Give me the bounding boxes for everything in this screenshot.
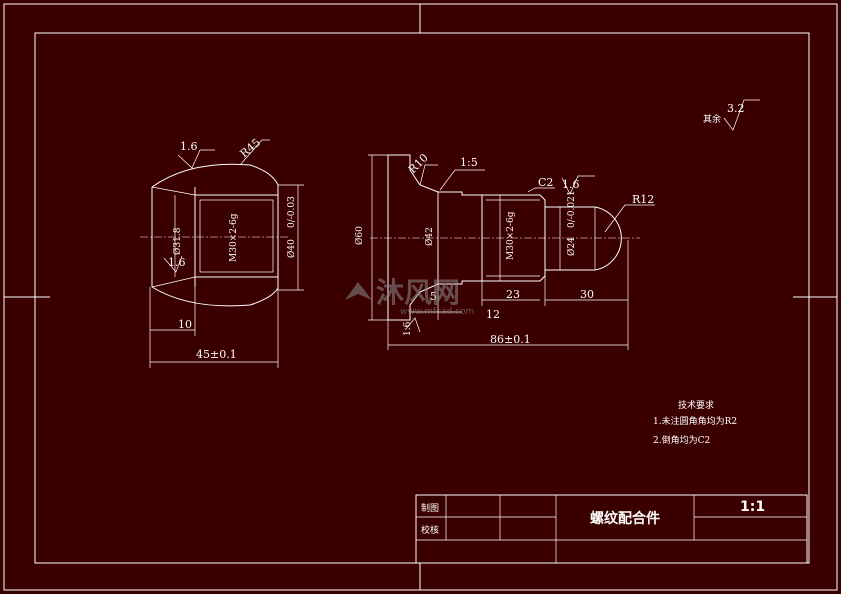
watermark: 沐风网 www.mfcad.com [345, 276, 474, 317]
taper-label: 1:5 [460, 156, 478, 169]
right-part: Ø60 R10 1:5 Ø42 C2 1.6 M30×2-6g Ø24 0/-0… [354, 151, 655, 350]
leader-r10 [419, 164, 438, 186]
title-block-frame [415, 494, 808, 564]
roughness-top-value: 1.6 [180, 140, 198, 153]
len-23-label: 23 [506, 288, 520, 301]
tb-scale: 1:1 [740, 499, 765, 515]
title-block: 制图 校核 螺纹配合件 1:1 [415, 494, 808, 564]
outer-dia-tol: 0/-0.03 [287, 196, 297, 228]
tech-item-1: 1.未注圆角角均为R2 [653, 415, 737, 427]
left-part: 1.6 1.6 R45 Ø31.8 M30×2-6g Ø40 0/-0.03 1… [140, 136, 304, 368]
leader-taper [439, 169, 485, 191]
watermark-url: www.mfcad.com [400, 307, 474, 317]
bore-dia-label: Ø31.8 [172, 227, 183, 255]
left-edge-bottom [151, 276, 196, 288]
total-length-right: 86±0.1 [490, 333, 531, 346]
dia42-label: Ø42 [424, 227, 435, 246]
tech-heading: 技术要求 [678, 399, 714, 411]
watermark-brand: 沐风网 [376, 276, 460, 309]
len-30-label: 30 [580, 288, 594, 301]
roughness-other-value: 3.2 [727, 102, 745, 115]
left-thread-label: M30×2-6g [229, 213, 239, 262]
roughness-other-label: 其余 [703, 113, 721, 125]
roughness-other-symbol [723, 99, 760, 131]
radius-r12-label: R12 [632, 193, 654, 206]
left-thread-minor [199, 199, 274, 273]
roughness-symbol-shaft [404, 317, 421, 333]
left-edge-top [151, 186, 196, 196]
tech-item-2: 2.倒角均为C2 [653, 434, 710, 446]
leader-r12 [604, 204, 655, 233]
len-12-label: 12 [486, 308, 500, 321]
dia60-label: Ø60 [354, 226, 365, 245]
total-length-left: 45±0.1 [196, 348, 237, 361]
chamfer-label: C2 [538, 176, 553, 189]
left-sphere-top [151, 163, 279, 188]
leader-r45 [239, 139, 270, 166]
len-5-label: 5 [430, 290, 437, 303]
tb-part-name: 螺纹配合件 [590, 510, 660, 527]
radius-r45: R45 [238, 136, 263, 160]
tb-checked-label: 校核 [421, 524, 439, 536]
roughness-shaft-value: 1.6 [403, 321, 413, 336]
outer-dia-label: Ø40 [286, 239, 297, 258]
watermark-logo-icon [345, 282, 372, 300]
roughness-symbol-thread [561, 175, 595, 195]
tech-requirements: 技术要求 1.未注圆角角均为R2 2.倒角均为C2 [653, 399, 737, 446]
roughness-thread-value: 1.6 [562, 178, 580, 191]
length-10-label: 10 [178, 318, 192, 331]
roughness-symbol-top [177, 149, 215, 169]
dia24-label: Ø24 [566, 237, 577, 256]
left-sphere-bottom [151, 286, 279, 307]
tb-drawn-label: 制图 [421, 502, 439, 514]
leader-chamfer [527, 187, 555, 193]
pin-ball-end [594, 206, 622, 271]
roughness-other: 其余 3.2 [703, 99, 760, 131]
roughness-symbol-left [163, 255, 183, 273]
right-thread-label: M30×2-6g [506, 211, 516, 260]
dia24-tol: 0/-0.021 [567, 190, 577, 228]
roughness-left-value: 1.6 [168, 256, 186, 269]
